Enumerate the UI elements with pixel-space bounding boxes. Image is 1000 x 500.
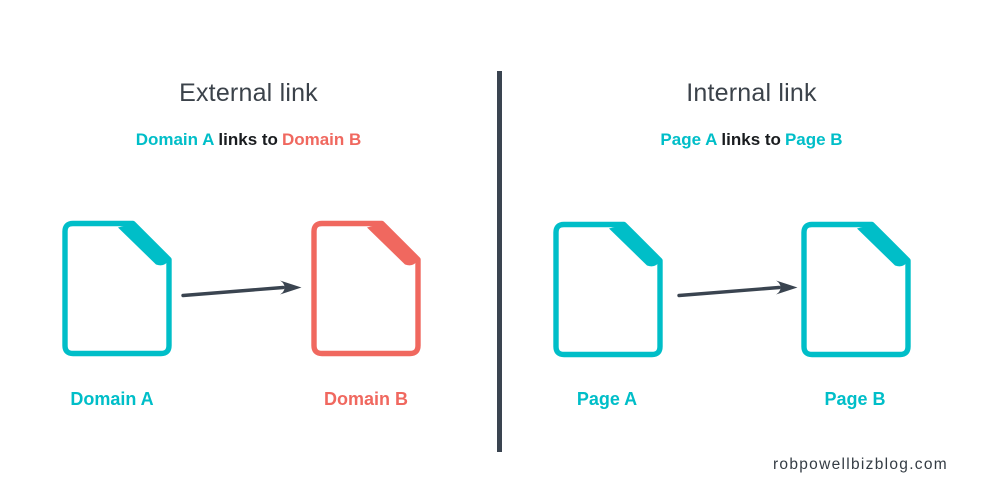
subtitle-target-text: Page B <box>784 130 843 149</box>
document-label-page-b: Page B <box>824 389 886 409</box>
subtitle-target-text: Domain B <box>281 130 362 149</box>
subtitle-source-text: Domain A <box>135 130 215 149</box>
document-icon-domain-b <box>311 220 421 357</box>
subtitle-middle-text: links to <box>218 130 278 149</box>
arrow-icon <box>676 277 800 305</box>
document-label-domain-a: Domain A <box>70 389 154 409</box>
document-icon-domain-a <box>62 220 172 357</box>
document-label-page-a: Page A <box>576 389 638 409</box>
watermark-site-url: robpowellbizblog.com <box>772 456 948 473</box>
panel-title: External link <box>179 79 318 107</box>
document-icon-page-a <box>553 221 663 358</box>
arrow-icon <box>180 277 304 305</box>
subtitle-middle-text: links to <box>721 130 781 149</box>
document-label-domain-b: Domain B <box>323 389 408 409</box>
panel-title: Internal link <box>686 79 817 107</box>
subtitle-source-text: Page A <box>660 130 718 149</box>
vertical-divider <box>497 71 502 452</box>
document-icon-page-b <box>801 221 911 358</box>
